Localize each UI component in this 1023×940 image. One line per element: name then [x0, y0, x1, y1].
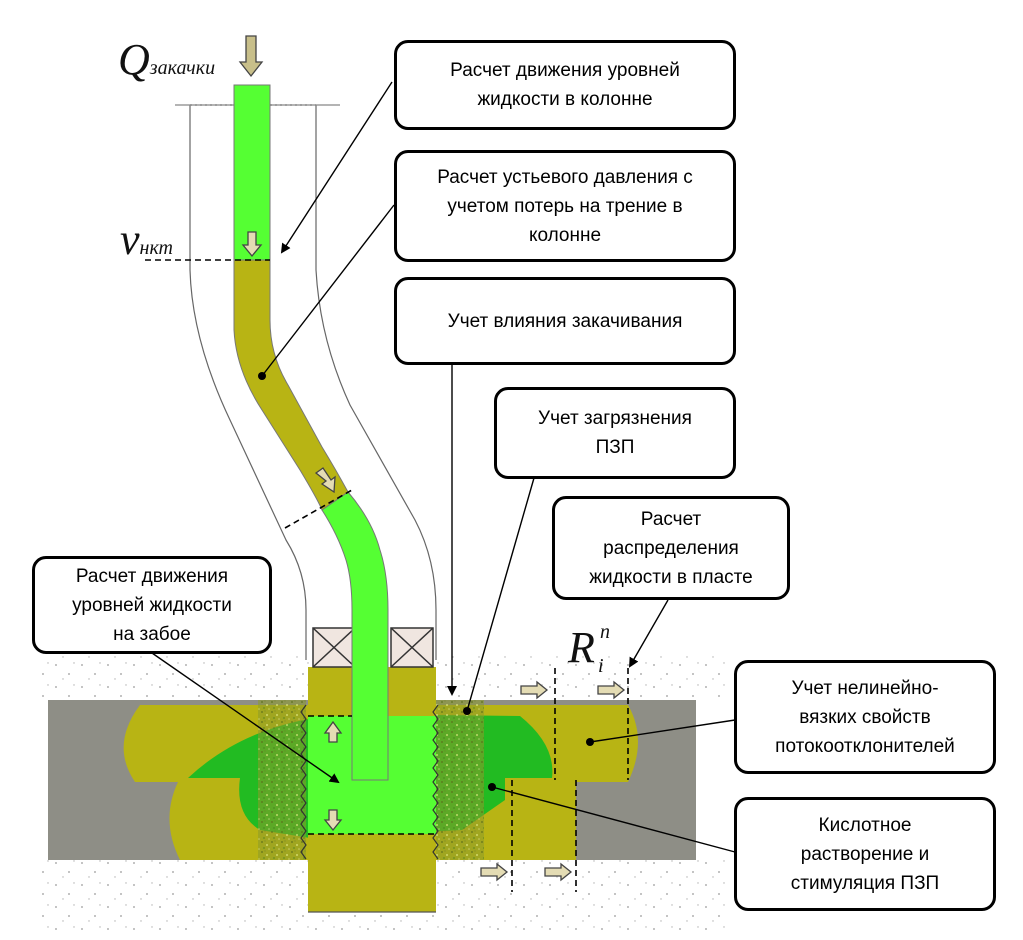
damaged-zone-left-texture	[258, 700, 306, 860]
tubing-green-upper	[233, 84, 271, 261]
flow-arrow-up-bottom	[323, 720, 343, 743]
leader-level-bottom	[151, 652, 340, 784]
flow-arrow-right-3	[480, 862, 509, 882]
leader-distribution	[629, 599, 669, 668]
box-injection-text: Учет влияния закачивания	[447, 310, 683, 332]
packer-right	[390, 627, 434, 668]
packer-left	[312, 627, 356, 668]
flow-arrow-right-1	[520, 680, 549, 700]
leader-level-column	[280, 81, 393, 254]
box-wellhead-pressure-text: Расчет устьевого давления с учетом потер…	[437, 166, 693, 246]
flow-arrow-down-tubing	[241, 231, 263, 258]
flow-arrow-right-2	[597, 680, 626, 700]
flow-arrow-down-top	[238, 35, 264, 78]
box-level-bottom: Расчет движения уровней жидкости на забо…	[32, 556, 272, 654]
flow-arrow-right-4	[544, 862, 573, 882]
damaged-zone-right-texture	[436, 700, 484, 860]
box-level-column-text: Расчет движения уровней жидкости в колон…	[450, 60, 680, 110]
v-tubing-label: vнкт	[120, 215, 173, 264]
box-contamination-text: Учет загрязнения ПЗП	[538, 408, 692, 458]
leader-acid	[488, 783, 736, 853]
box-distribution: Расчет распределения жидкости в пласте	[552, 496, 790, 600]
wellbore-bottom-olive-lower	[308, 834, 436, 912]
box-nonlinear: Учет нелинейно- вязких свойств потокоотк…	[734, 660, 996, 774]
box-injection: Учет влияния закачивания	[394, 277, 736, 365]
box-acid-text: Кислотное растворение и стимуляция ПЗП	[790, 814, 940, 894]
leader-contamination	[463, 477, 535, 715]
box-nonlinear-text: Учет нелинейно- вязких свойств потокоотк…	[775, 677, 955, 757]
box-wellhead-pressure: Расчет устьевого давления с учетом потер…	[394, 150, 736, 262]
casing-left-wall	[189, 105, 307, 660]
box-level-column: Расчет движения уровней жидкости в колон…	[394, 40, 736, 130]
box-distribution-text: Расчет распределения жидкости в пласте	[589, 508, 753, 588]
level-line-deviated	[284, 489, 353, 529]
leader-nonlinear	[586, 719, 736, 746]
flow-arrow-down-bottom	[323, 809, 343, 832]
tubing-green-lower	[321, 491, 389, 781]
leader-wellhead-pressure	[258, 204, 395, 380]
tubing-olive-section	[233, 259, 349, 511]
flow-arrow-diagonal	[314, 467, 336, 494]
q-injection-label: Qзакачки	[118, 35, 216, 84]
perforation-right	[432, 704, 439, 860]
box-contamination: Учет загрязнения ПЗП	[494, 387, 736, 479]
box-acid: Кислотное растворение и стимуляция ПЗП	[734, 797, 996, 911]
perforation-left	[300, 704, 307, 860]
box-level-bottom-text: Расчет движения уровней жидкости на забо…	[72, 565, 232, 645]
